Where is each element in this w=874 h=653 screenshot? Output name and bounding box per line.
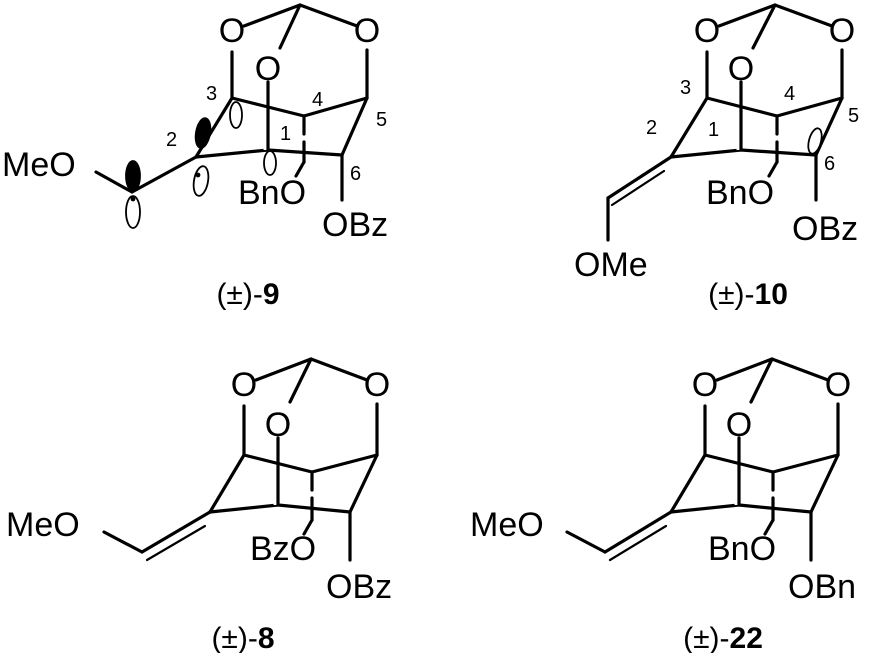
structure-9: O O O MeO BnO OBz 1 2 3 4 5 6 (±)-9 [2, 3, 388, 311]
methoxy-group: MeO [6, 506, 80, 544]
benzyloxy-group: BnO [706, 174, 774, 212]
oxygen-atom: O [825, 366, 851, 404]
benzyloxy-group: OBn [788, 568, 856, 606]
oxygen-atom: O [255, 50, 281, 88]
oxygen-atom: O [231, 366, 257, 404]
methoxy-group: OMe [574, 246, 648, 284]
oxygen-atom: O [726, 406, 752, 444]
locant-6: 6 [350, 163, 361, 185]
benzoyloxy-group: OBz [792, 210, 858, 248]
structure-8: O O O MeO BzO OBz (±)-8 [6, 357, 392, 653]
oxygen-atom: O [354, 12, 380, 50]
locant-3: 3 [206, 83, 217, 105]
benzoyloxy-group: OBz [326, 568, 392, 606]
benzoyloxy-group: BzO [250, 530, 316, 568]
locant-3: 3 [680, 77, 691, 99]
oxygen-atom: O [694, 12, 720, 50]
structure-10: O O O OMe BnO OBz 1 2 3 4 5 6 (±)-10 [574, 3, 859, 311]
locant-1: 1 [708, 119, 719, 141]
locant-4: 4 [312, 89, 323, 111]
methoxy-group: MeO [470, 506, 544, 544]
benzyloxy-group: BnO [238, 174, 306, 212]
benzyloxy-group: BnO [708, 530, 776, 568]
oxygen-atom: O [829, 12, 855, 50]
oxygen-atom: O [265, 406, 291, 444]
oxygen-atom: O [364, 366, 390, 404]
locant-4: 4 [784, 83, 795, 105]
locant-1: 1 [280, 123, 291, 145]
oxygen-atom: O [728, 50, 754, 88]
oxygen-atom: O [692, 366, 718, 404]
compound-label-8: (±)-8 [211, 622, 274, 653]
compound-label-22: (±)-22 [683, 622, 763, 653]
locant-5: 5 [376, 109, 387, 131]
locant-2: 2 [166, 129, 177, 151]
oxygen-atom: O [219, 12, 245, 50]
locant-6: 6 [824, 153, 835, 175]
compound-label-10: (±)-10 [708, 278, 788, 311]
compound-label-9: (±)-9 [216, 278, 279, 311]
methoxy-group: MeO [2, 146, 76, 184]
structure-22: O O O MeO BnO OBn (±)-22 [470, 357, 856, 653]
benzoyloxy-group: OBz [322, 206, 388, 244]
locant-5: 5 [848, 105, 859, 127]
locant-2: 2 [646, 117, 657, 139]
